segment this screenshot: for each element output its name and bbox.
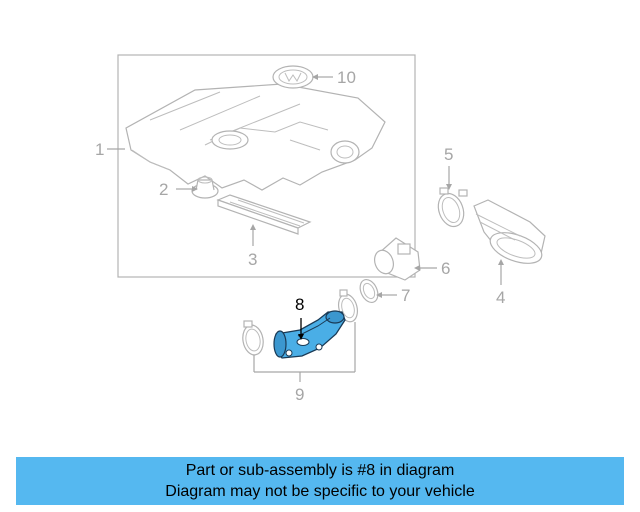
- callout-8: 8: [295, 295, 304, 314]
- leader-lines: [107, 74, 504, 382]
- callout-1: 1: [95, 140, 104, 159]
- intake-duct-part[interactable]: [473, 199, 546, 269]
- info-banner: Part or sub-assembly is #8 in diagram Di…: [16, 457, 624, 505]
- engine-cover-group-frame: [117, 54, 416, 278]
- air-flow-sensor-part[interactable]: [371, 237, 421, 281]
- callout-6: 6: [441, 259, 450, 278]
- clamp-part-9-lower[interactable]: [241, 320, 266, 357]
- intake-hose-part-highlighted[interactable]: [273, 310, 346, 359]
- callout-4: 4: [496, 288, 505, 307]
- callout-5: 5: [444, 145, 453, 164]
- callout-3: 3: [248, 250, 257, 269]
- info-banner-line-2: Diagram may not be specific to your vehi…: [165, 483, 475, 500]
- clamp-part-5[interactable]: [434, 187, 468, 230]
- air-filter-part[interactable]: [216, 194, 312, 235]
- emblem-badge-part[interactable]: [272, 65, 314, 89]
- callout-10: 10: [337, 68, 356, 87]
- engine-cover-part[interactable]: [125, 83, 386, 191]
- info-banner-line-1: Part or sub-assembly is #8 in diagram: [185, 462, 455, 479]
- callout-7: 7: [401, 286, 410, 305]
- seal-ring-part[interactable]: [357, 277, 382, 306]
- callout-9: 9: [295, 385, 304, 404]
- parts-diagram: 1 2 3 10 5 4 6 7 8 9: [95, 54, 546, 404]
- callout-2: 2: [159, 180, 168, 199]
